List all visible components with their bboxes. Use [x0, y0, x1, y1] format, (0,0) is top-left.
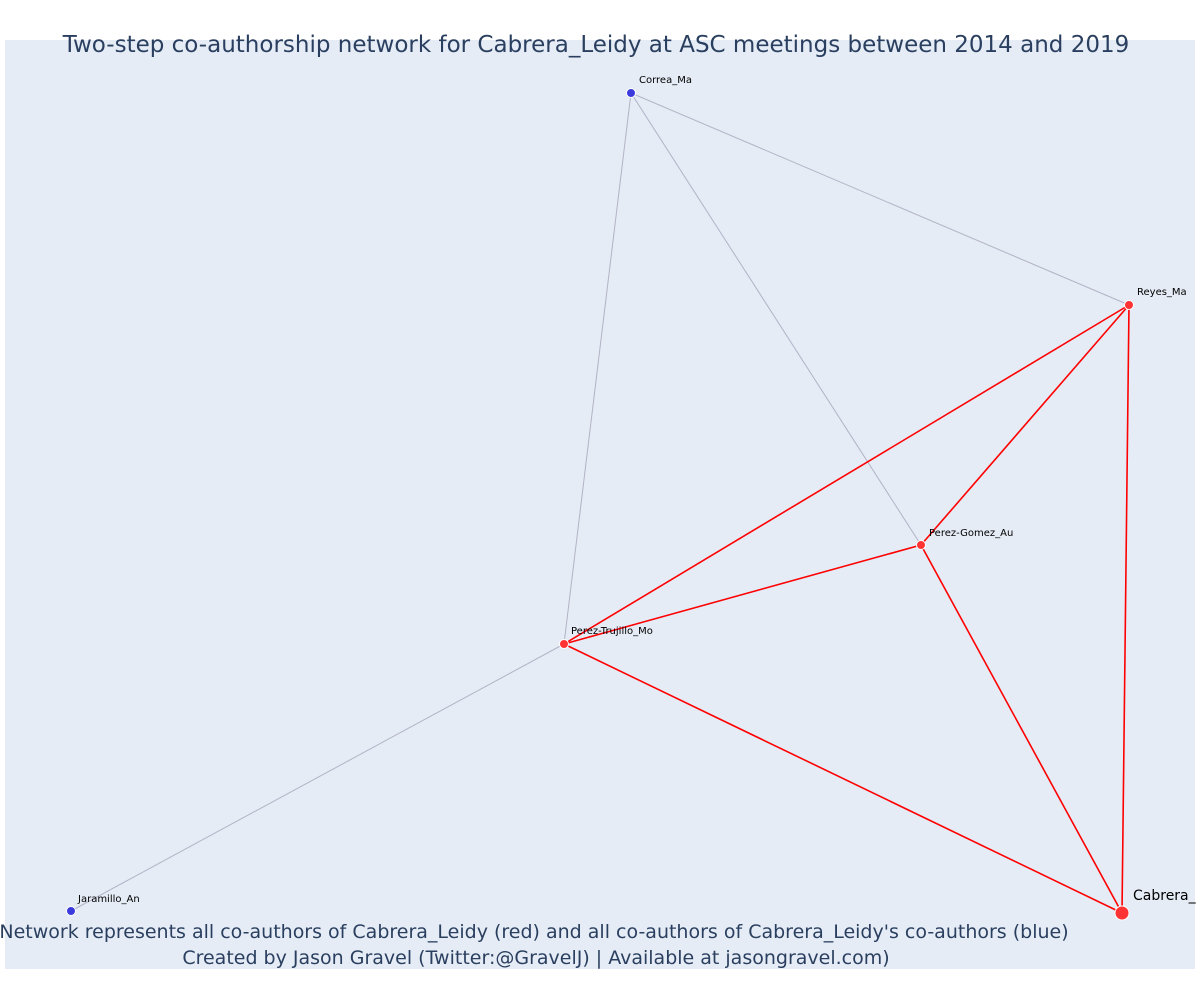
node-Jaramillo_An[interactable] — [66, 906, 76, 916]
node-Perez-Gomez_Au[interactable] — [916, 540, 926, 550]
edge-Perez-Trujillo_Mo-Cabrera_Leidy — [563, 643, 1123, 914]
node-Correa_Ma[interactable] — [626, 88, 636, 98]
plot-background — [5, 40, 1195, 969]
edge-Reyes_Ma-Perez-Trujillo_Mo — [563, 304, 1130, 645]
node-label-Cabrera_Leidy: Cabrera_ — [1133, 888, 1197, 904]
node-label-Perez-Trujillo_Mo: Perez-Trujillo_Mo — [571, 626, 653, 637]
edge-Reyes_Ma-Cabrera_Leidy — [1121, 304, 1130, 914]
node-label-Correa_Ma: Correa_Ma — [639, 75, 692, 86]
node-label-Reyes_Ma: Reyes_Ma — [1137, 287, 1187, 298]
node-Perez-Trujillo_Mo[interactable] — [559, 639, 569, 649]
edge-Jaramillo_An-Perez-Trujillo_Mo — [70, 643, 565, 912]
edge-Correa_Ma-Perez-Gomez_Au — [630, 92, 922, 546]
edges-layer — [70, 92, 1130, 914]
chart-title: Two-step co-authorship network for Cabre… — [62, 32, 1129, 58]
node-label-Perez-Gomez_Au: Perez-Gomez_Au — [929, 528, 1013, 539]
node-label-Jaramillo_An: Jaramillo_An — [77, 894, 140, 905]
node-Cabrera_Leidy[interactable] — [1114, 905, 1130, 921]
edge-Reyes_Ma-Perez-Gomez_Au — [920, 304, 1130, 546]
footnote-line-1: Network represents all co-authors of Cab… — [0, 921, 1069, 943]
edge-Correa_Ma-Reyes_Ma — [630, 92, 1130, 306]
footnote-line-2: Created by Jason Gravel (Twitter:@Gravel… — [182, 947, 889, 969]
node-Reyes_Ma[interactable] — [1124, 300, 1134, 310]
labels-layer: Cabrera_ Reyes_MaPerez-Gomez_AuPerez-Truj… — [77, 75, 1197, 905]
edge-Perez-Gomez_Au-Perez-Trujillo_Mo — [563, 544, 922, 645]
edge-Perez-Gomez_Au-Cabrera_Leidy — [920, 544, 1123, 914]
edge-Correa_Ma-Perez-Trujillo_Mo — [563, 92, 632, 645]
nodes-layer — [66, 88, 1134, 921]
